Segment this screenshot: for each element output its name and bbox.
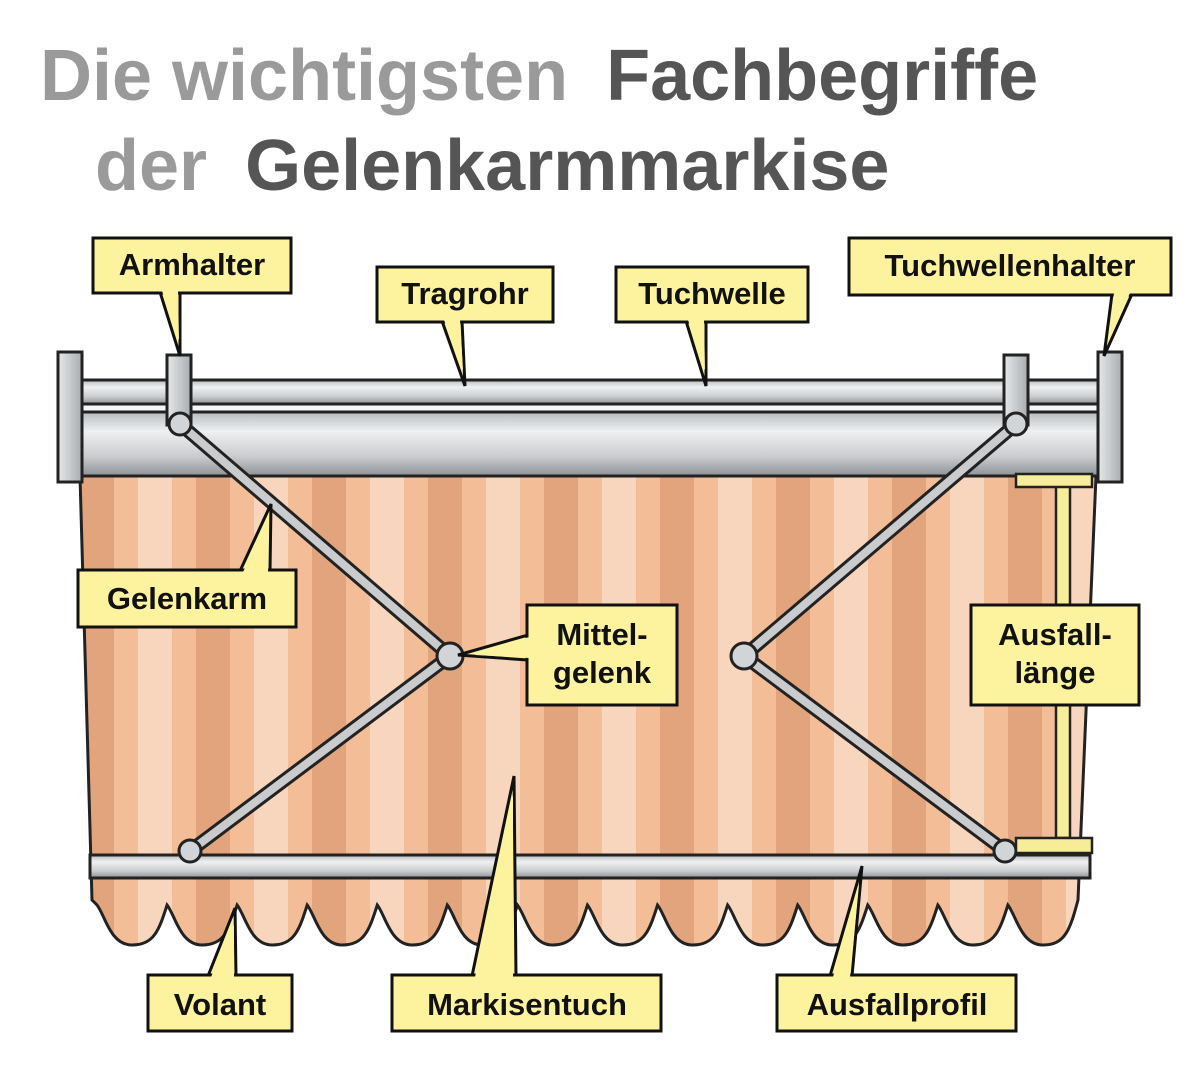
label-text: Tuchwellenhalter xyxy=(885,248,1136,283)
left-articulated-arm xyxy=(173,417,457,858)
label-ausfallprofil: Ausfallprofil xyxy=(775,865,1018,1033)
joint-icon xyxy=(992,838,1018,864)
joint-icon xyxy=(729,641,759,671)
title-line1: Die wichtigsten Fachbegriffe xyxy=(40,36,1038,116)
label-text: Volant xyxy=(174,987,266,1022)
label-text: Tuchwelle xyxy=(638,276,786,311)
label-text: Ausfallprofil xyxy=(807,987,988,1022)
label-text: länge xyxy=(1015,655,1096,690)
label-tuchwellenhalter: Tuchwellenhalter xyxy=(847,236,1173,357)
tuchwelle-tube xyxy=(68,378,1112,406)
front-profile-bar xyxy=(88,853,1092,880)
label-text: Mittel- xyxy=(556,617,647,652)
label-tragrohr: Tragrohr xyxy=(375,265,555,387)
label-text: Gelenkarm xyxy=(107,581,267,616)
label-text: Markisentuch xyxy=(427,987,627,1022)
right-wall-bracket xyxy=(1096,350,1124,484)
title-light-part: der xyxy=(95,126,207,206)
label-markisentuch: Markisentuch xyxy=(390,775,663,1033)
label-text: Ausfall- xyxy=(998,617,1112,652)
label-tuchwelle: Tuchwelle xyxy=(614,265,810,387)
tragrohr-tube xyxy=(68,410,1112,478)
joint-icon xyxy=(167,411,193,437)
joint-icon xyxy=(1003,411,1029,437)
label-volant: Volant xyxy=(146,907,294,1033)
label-ausfalllaenge: Ausfall- länge xyxy=(969,603,1141,707)
joint-icon xyxy=(177,838,203,864)
label-armhalter: Armhalter xyxy=(91,236,293,357)
title-dark-part: Gelenkarmmarkise xyxy=(245,126,889,206)
label-text: Armhalter xyxy=(119,247,265,282)
awning-fabric xyxy=(78,474,1098,947)
left-wall-bracket xyxy=(56,350,84,484)
label-text: gelenk xyxy=(553,655,652,690)
label-gelenkarm: Gelenkarm xyxy=(76,503,298,629)
label-text: Tragrohr xyxy=(401,276,528,311)
title-dark-part: Fachbegriffe xyxy=(606,36,1038,116)
title-line2: der Gelenkarmmarkise xyxy=(95,126,889,206)
label-mittelgelenk: Mittel- gelenk xyxy=(457,603,679,707)
right-articulated-arm xyxy=(737,417,1023,858)
title-light-part: Die wichtigsten xyxy=(40,36,568,116)
